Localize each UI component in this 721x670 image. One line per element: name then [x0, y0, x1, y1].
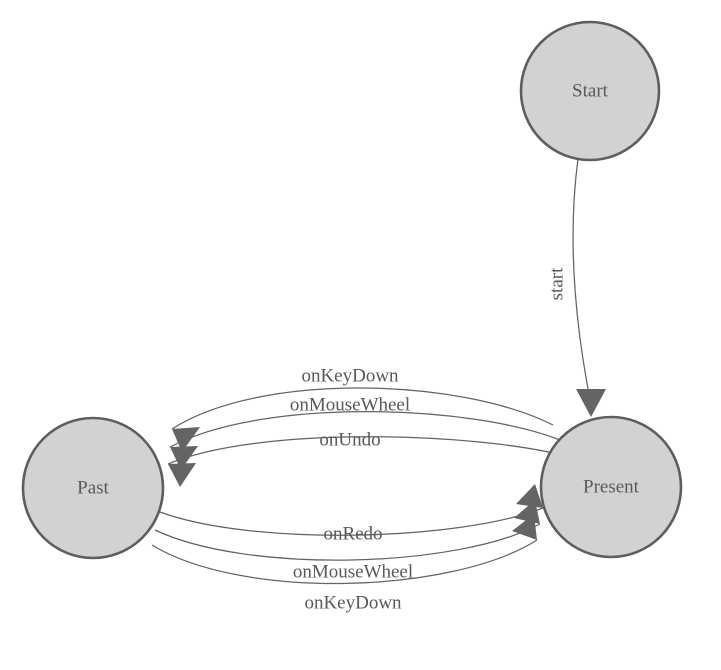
- edge-label: onRedo: [323, 523, 382, 544]
- edge-path: [572, 158, 592, 405]
- node-present[interactable]: Present: [539, 415, 683, 559]
- node-start[interactable]: Start: [519, 20, 661, 162]
- edge-path: [154, 523, 541, 561]
- edge-path: [167, 436, 567, 465]
- edge-label: onKeyDown: [301, 365, 399, 386]
- edge-label: onMouseWheel: [293, 561, 413, 582]
- edge-start-to-present-start[interactable]: start: [546, 158, 606, 417]
- node-circle: [539, 415, 683, 559]
- arrowhead-icon: [168, 463, 196, 487]
- arrowhead-icon: [512, 514, 537, 540]
- edge-path: [151, 539, 538, 585]
- node-past[interactable]: Past: [21, 416, 165, 560]
- edge-path: [159, 507, 544, 536]
- node-label: Past: [77, 477, 109, 498]
- edge-label: onKeyDown: [304, 592, 402, 613]
- node-label: Present: [583, 476, 640, 497]
- edge-past-to-present-onkeydown[interactable]: onKeyDown: [151, 514, 538, 613]
- edge-label: onMouseWheel: [290, 394, 410, 415]
- arrowhead-icon: [576, 389, 606, 417]
- edge-label: start: [546, 267, 567, 300]
- node-circle: [21, 416, 165, 560]
- edge-label: onUndo: [319, 429, 380, 450]
- edge-path: [171, 387, 554, 430]
- node-circle: [519, 20, 661, 162]
- arrowhead-icon: [516, 484, 543, 508]
- edge-present-to-past-onmousewheel[interactable]: onMouseWheel: [169, 394, 561, 470]
- edge-past-to-present-onredo[interactable]: onRedo: [159, 484, 544, 544]
- edge-path: [169, 411, 561, 448]
- node-label: Start: [572, 80, 609, 101]
- edge-present-to-past-onundo[interactable]: onUndo: [167, 429, 567, 487]
